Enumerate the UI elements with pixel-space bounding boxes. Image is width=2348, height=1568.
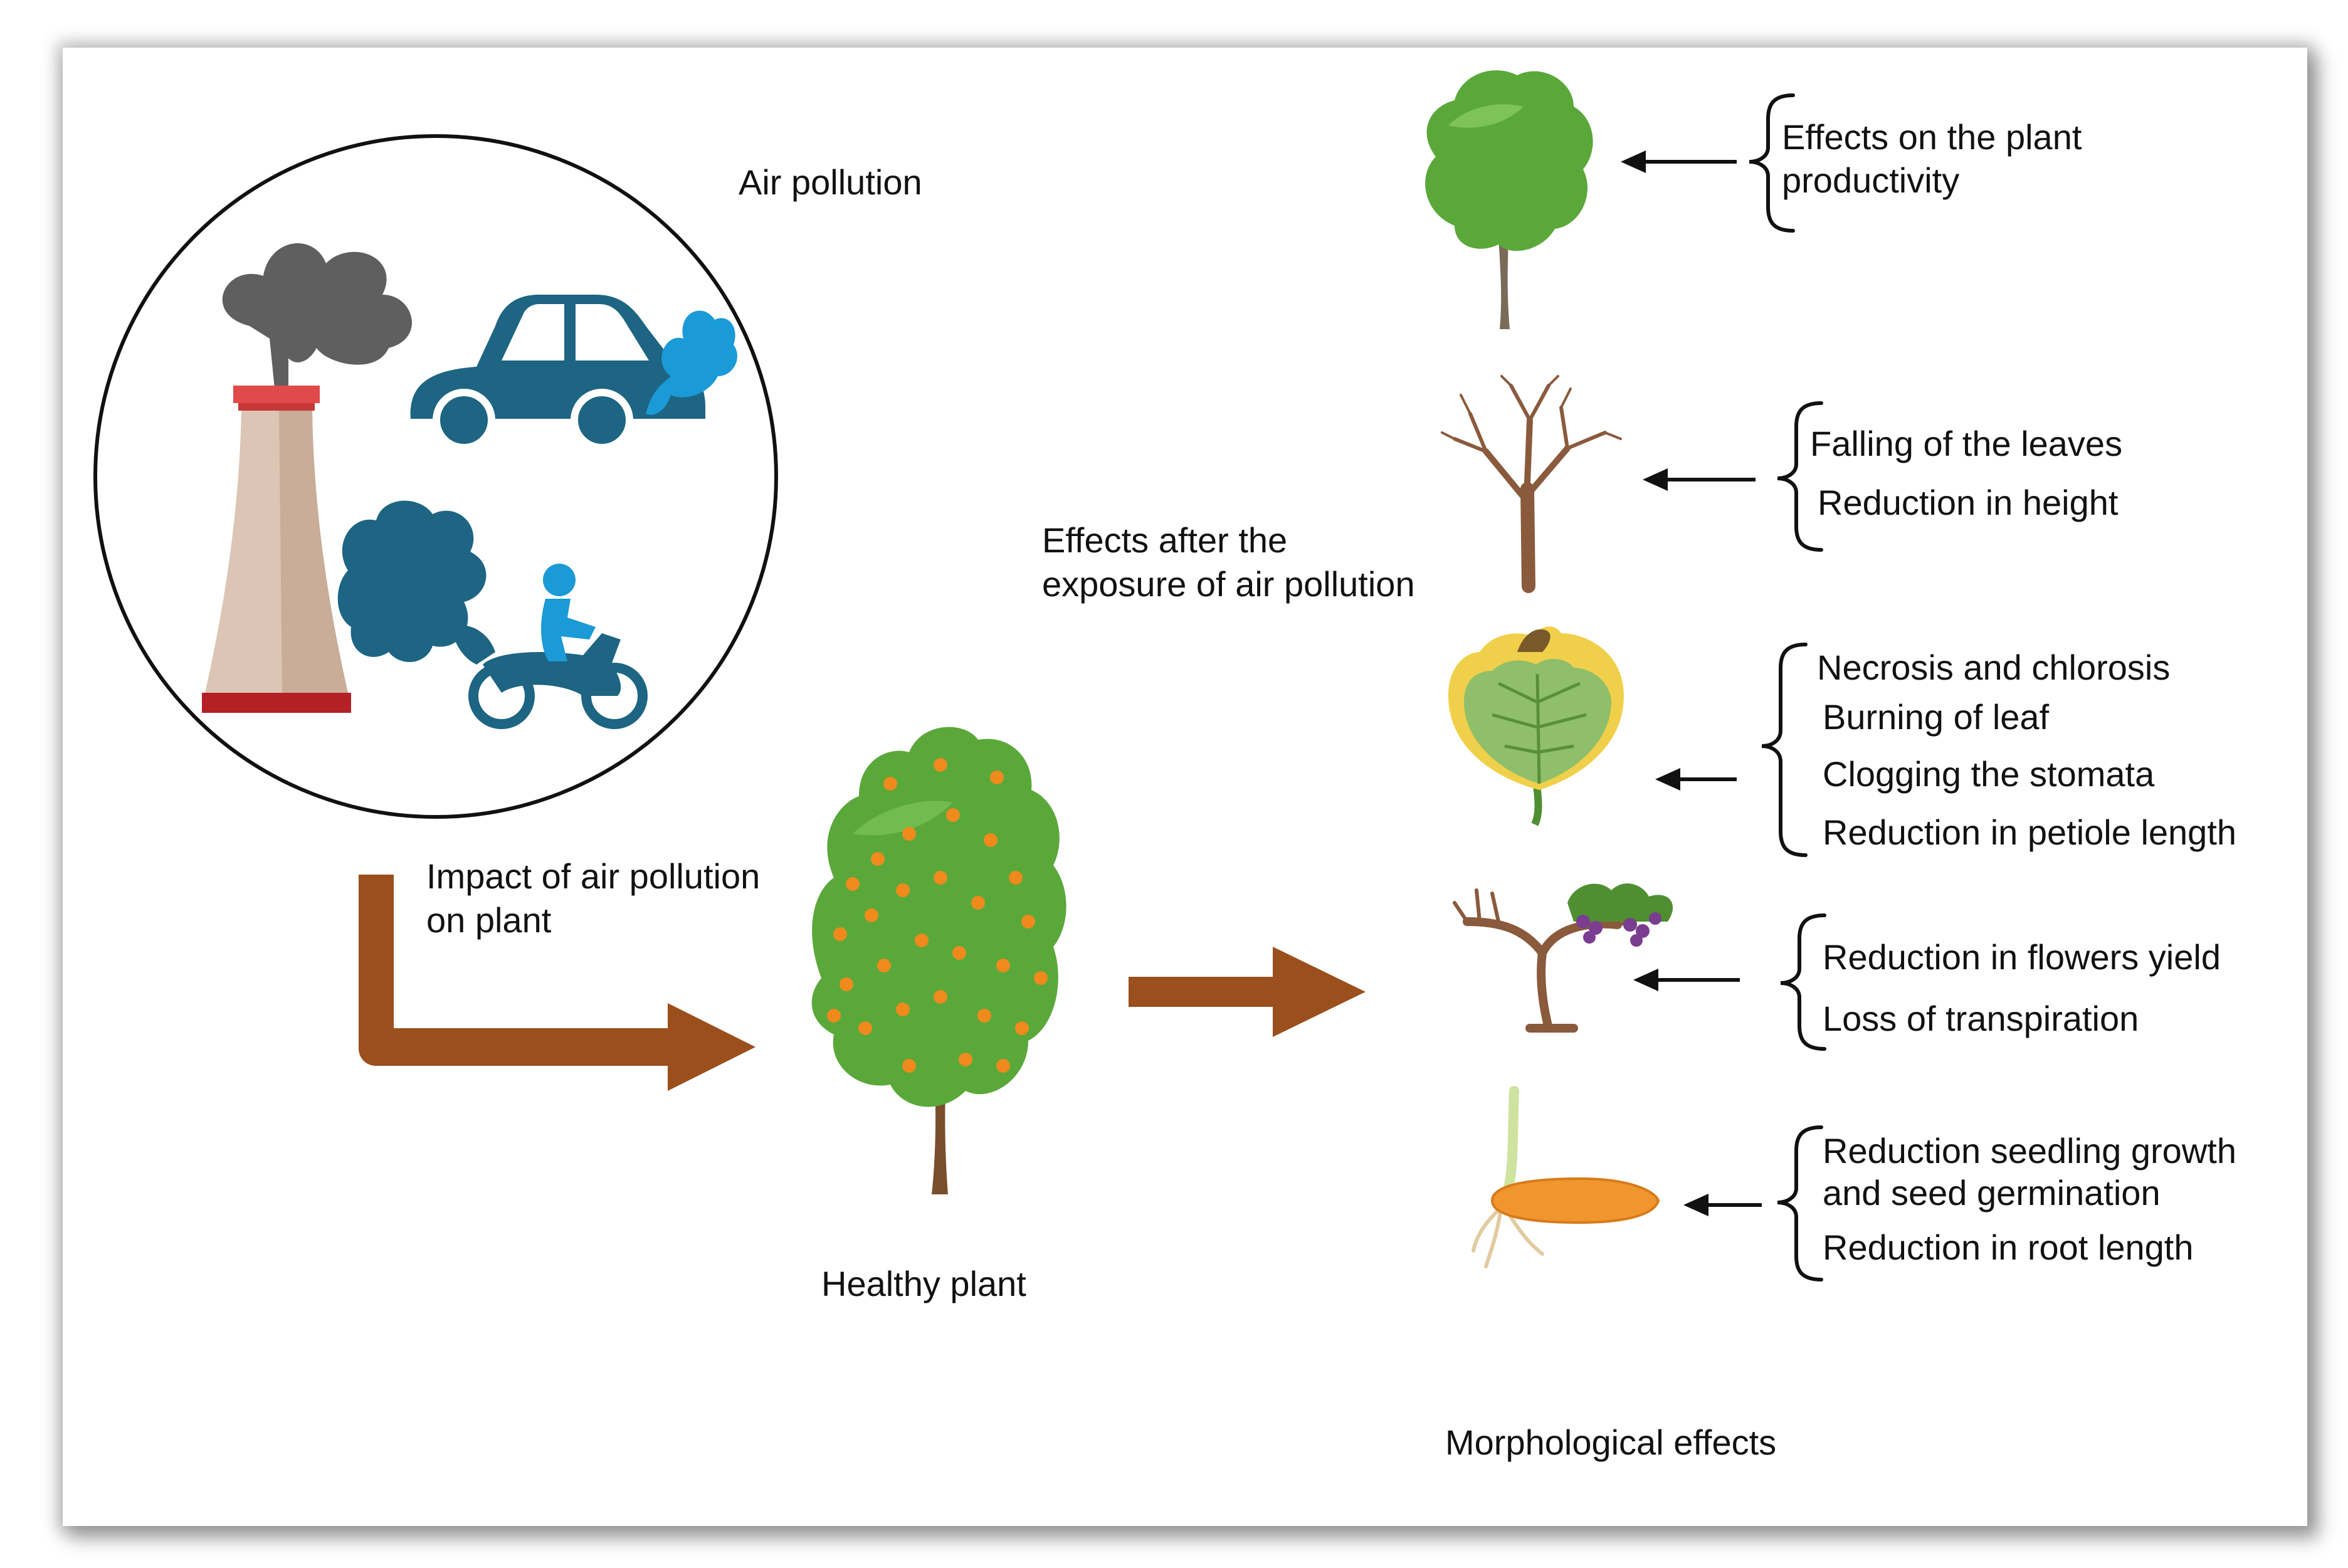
impact-on-plant-label: Impact of air pollution on plant xyxy=(426,856,761,940)
effect-brace-3 xyxy=(1761,643,1808,857)
car-exhaust-icon xyxy=(646,310,737,415)
effect-item: and seed germination xyxy=(1823,1173,2161,1213)
factory-chimney-icon xyxy=(202,243,413,713)
motorcycle-rider-icon xyxy=(468,564,648,729)
effect-item: Effects on the plant xyxy=(1782,117,2082,157)
green-tree-icon xyxy=(1425,70,1593,329)
healthy-plant-icon xyxy=(811,727,1066,1194)
effect-item: Reduction in petiole length xyxy=(1823,813,2237,852)
effects-arrow-icon xyxy=(1129,947,1366,1037)
effect-arrow-1 xyxy=(1621,150,1737,173)
effect-arrows xyxy=(1621,150,1762,1216)
healthy-plant-label: Healthy plant xyxy=(821,1264,1026,1303)
effect-item: Reduction in height xyxy=(1818,483,2119,522)
effect-item: productivity xyxy=(1782,160,1960,200)
impact-arrow-icon xyxy=(359,875,755,1091)
morphological-effects-label: Morphological effects xyxy=(1445,1423,1777,1462)
effect-item: Clogging the stomata xyxy=(1823,754,2155,794)
effect-item: Loss of transpiration xyxy=(1823,999,2139,1038)
effect-brace-5 xyxy=(1777,1125,1823,1281)
effect-braces xyxy=(1749,93,1826,1281)
effect-arrow-3 xyxy=(1655,768,1737,791)
effect-item: Falling of the leaves xyxy=(1810,424,2123,463)
grapevine-icon xyxy=(1453,883,1673,1033)
germinating-seed-icon xyxy=(1471,1086,1660,1268)
car-icon xyxy=(410,295,705,451)
air-pollution-label: Air pollution xyxy=(739,162,922,202)
effect-item: Reduction in flowers yield xyxy=(1823,937,2221,977)
effect-item: Necrosis and chlorosis xyxy=(1817,648,2171,687)
effect-item: Burning of leaf xyxy=(1823,697,2050,737)
pollution-circle xyxy=(93,134,778,819)
damaged-leaf-icon xyxy=(1448,626,1624,826)
effect-brace-4 xyxy=(1780,913,1826,1051)
motorcycle-smoke-icon xyxy=(337,500,495,665)
effect-item: Reduction seedling growth xyxy=(1823,1131,2236,1171)
effect-arrow-5 xyxy=(1683,1194,1762,1216)
effect-arrow-4 xyxy=(1633,969,1740,991)
effect-arrow-2 xyxy=(1643,468,1756,491)
effect-item: Reduction in root length xyxy=(1823,1228,2194,1267)
effect-brace-2 xyxy=(1777,401,1823,552)
effect-brace-1 xyxy=(1749,93,1795,233)
effects-after-exposure-label: Effects after the exposure of air pollut… xyxy=(1042,520,1415,604)
bare-tree-icon xyxy=(1441,375,1622,593)
